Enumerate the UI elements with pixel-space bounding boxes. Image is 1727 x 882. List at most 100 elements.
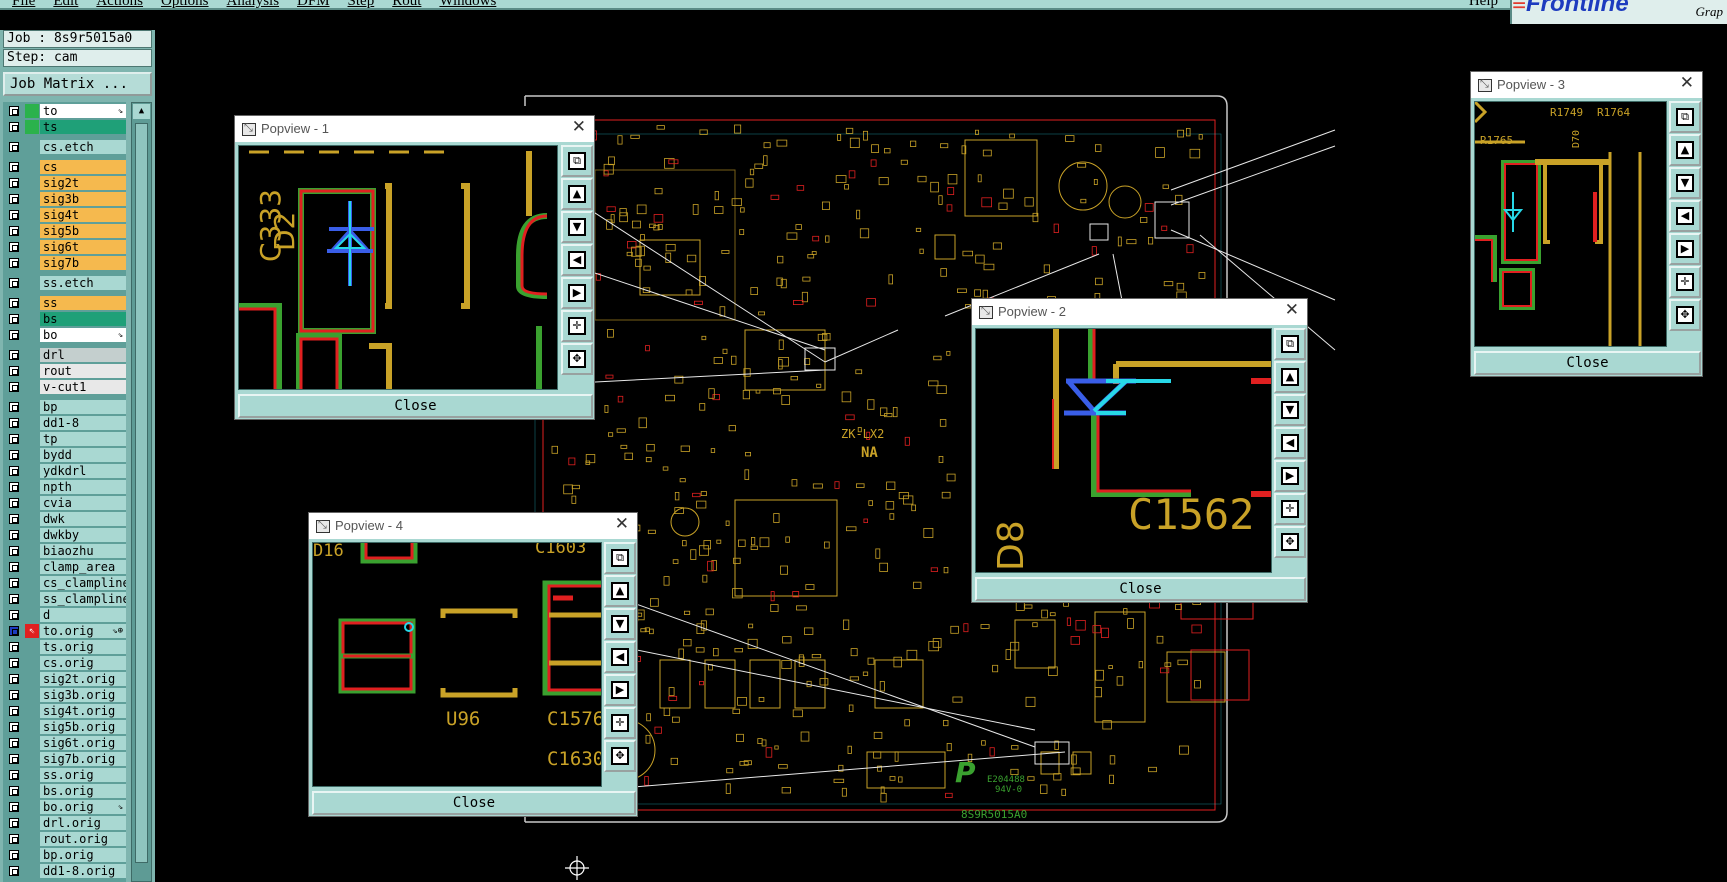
- layer-name[interactable]: cs: [40, 160, 126, 174]
- layer-swatch[interactable]: [25, 672, 39, 686]
- layer-checkbox[interactable]: [9, 866, 19, 876]
- layer-checkbox[interactable]: [9, 850, 19, 860]
- layer-name[interactable]: sig3b.orig: [40, 688, 126, 702]
- layer-row[interactable]: cs.etch: [3, 139, 126, 155]
- layer-checkbox[interactable]: [9, 434, 19, 444]
- menu-step[interactable]: Step: [347, 0, 375, 9]
- pan-down-icon[interactable]: ▼: [604, 608, 636, 640]
- layer-checkbox[interactable]: [9, 162, 19, 172]
- layer-name[interactable]: ss.etch: [40, 276, 126, 290]
- layer-name[interactable]: sig6t: [40, 240, 126, 254]
- layer-row[interactable]: v-cut1: [3, 379, 126, 395]
- layer-name[interactable]: sig6t.orig: [40, 736, 126, 750]
- layer-swatch[interactable]: [25, 592, 39, 606]
- layer-name[interactable]: drl: [40, 348, 126, 362]
- layer-row[interactable]: ss.etch: [3, 275, 126, 291]
- layer-swatch[interactable]: [25, 240, 39, 254]
- layer-checkbox[interactable]: [9, 210, 19, 220]
- layer-checkbox[interactable]: [9, 178, 19, 188]
- layer-row[interactable]: cvia: [3, 495, 126, 511]
- layer-row[interactable]: sig5b: [3, 223, 126, 239]
- layer-row[interactable]: bo.orig⇘: [3, 799, 126, 815]
- layer-row[interactable]: dwk: [3, 511, 126, 527]
- pan-right-icon[interactable]: ▶: [604, 674, 636, 706]
- close-icon[interactable]: ✕: [614, 514, 629, 534]
- layer-row[interactable]: sig3b: [3, 191, 126, 207]
- layer-row[interactable]: clamp_area: [3, 559, 126, 575]
- layer-checkbox[interactable]: [9, 738, 19, 748]
- layer-checkbox[interactable]: [9, 498, 19, 508]
- layer-checkbox[interactable]: [9, 626, 19, 636]
- layer-row[interactable]: tp: [3, 431, 126, 447]
- active-layer-icon[interactable]: ⇖: [25, 624, 39, 638]
- menu-rout[interactable]: Rout: [392, 0, 422, 9]
- layer-name[interactable]: to.orig⇘⊕: [40, 624, 126, 638]
- layer-checkbox[interactable]: [9, 754, 19, 764]
- layer-swatch[interactable]: [25, 464, 39, 478]
- layer-row[interactable]: drl.orig: [3, 815, 126, 831]
- layer-checkbox[interactable]: [9, 418, 19, 428]
- center-icon[interactable]: ✥: [1274, 526, 1306, 558]
- layer-row[interactable]: rout: [3, 363, 126, 379]
- popview-3-close-button[interactable]: Close: [1474, 351, 1701, 375]
- popview-3-view[interactable]: R1749 R1764 R1765 D70: [1474, 101, 1667, 347]
- popview-1-view[interactable]: C333 D2: [238, 145, 558, 390]
- popview-3[interactable]: Popview - 3 ✕: [1470, 71, 1703, 377]
- layer-name[interactable]: tp: [40, 432, 126, 446]
- menu-windows[interactable]: Windows: [439, 0, 497, 9]
- layer-row[interactable]: ts.orig: [3, 639, 126, 655]
- job-matrix-button[interactable]: Job Matrix ...: [3, 72, 152, 96]
- layer-checkbox[interactable]: [9, 242, 19, 252]
- layer-row[interactable]: bo⇘: [3, 327, 126, 343]
- close-icon[interactable]: ✕: [571, 117, 586, 137]
- layer-row[interactable]: sig7b: [3, 255, 126, 271]
- layer-row[interactable]: sig3b.orig: [3, 687, 126, 703]
- layer-checkbox[interactable]: [9, 802, 19, 812]
- layer-swatch[interactable]: [25, 544, 39, 558]
- layer-checkbox[interactable]: [9, 278, 19, 288]
- menu-file[interactable]: File: [12, 0, 36, 9]
- layer-checkbox[interactable]: [9, 382, 19, 392]
- layer-checkbox[interactable]: [9, 818, 19, 828]
- layer-row[interactable]: ⇖to.orig⇘⊕: [3, 623, 126, 639]
- layer-row[interactable]: bs: [3, 311, 126, 327]
- popview-2[interactable]: Popview - 2 ✕: [971, 298, 1308, 603]
- layer-checkbox[interactable]: [9, 258, 19, 268]
- popview-1[interactable]: Popview - 1 ✕: [234, 115, 595, 420]
- layer-checkbox[interactable]: [9, 722, 19, 732]
- layer-swatch[interactable]: [25, 140, 39, 154]
- layer-row[interactable]: ss.orig: [3, 767, 126, 783]
- center-icon[interactable]: ✥: [561, 343, 593, 375]
- layer-name[interactable]: sig4t: [40, 208, 126, 222]
- pan-down-icon[interactable]: ▼: [561, 211, 593, 243]
- layer-row[interactable]: dd1-8.orig: [3, 863, 126, 879]
- layer-name[interactable]: rout: [40, 364, 126, 378]
- layer-scrollbar[interactable]: ▲: [131, 102, 152, 882]
- layer-row[interactable]: ydkdrl: [3, 463, 126, 479]
- layer-swatch[interactable]: [25, 720, 39, 734]
- layer-swatch[interactable]: [25, 576, 39, 590]
- layer-name[interactable]: to⇘: [40, 104, 126, 118]
- layer-name[interactable]: dwkby: [40, 528, 126, 542]
- pan-down-icon[interactable]: ▼: [1274, 394, 1306, 426]
- layer-row[interactable]: sig2t.orig: [3, 671, 126, 687]
- layer-swatch[interactable]: [25, 480, 39, 494]
- layer-name[interactable]: cs.orig: [40, 656, 126, 670]
- popview-4-view[interactable]: D16 C1603 U96 C1576 C1630: [312, 542, 602, 787]
- layer-name[interactable]: rout.orig: [40, 832, 126, 846]
- layer-row[interactable]: ss: [3, 295, 126, 311]
- popview-1-titlebar[interactable]: Popview - 1 ✕: [235, 116, 594, 142]
- layer-checkbox[interactable]: [9, 770, 19, 780]
- layer-checkbox[interactable]: [9, 194, 19, 204]
- scroll-thumb[interactable]: [135, 123, 148, 863]
- layer-name[interactable]: ydkdrl: [40, 464, 126, 478]
- popview-4[interactable]: Popview - 4 ✕ D16 C1603 U96: [308, 512, 638, 817]
- layer-name[interactable]: bs: [40, 312, 126, 326]
- scroll-up-icon[interactable]: ▲: [133, 104, 150, 119]
- layer-name[interactable]: bydd: [40, 448, 126, 462]
- layer-checkbox[interactable]: [9, 530, 19, 540]
- layer-checkbox[interactable]: [9, 690, 19, 700]
- layer-swatch[interactable]: [25, 832, 39, 846]
- layer-checkbox[interactable]: [9, 546, 19, 556]
- pan-right-icon[interactable]: ▶: [1274, 460, 1306, 492]
